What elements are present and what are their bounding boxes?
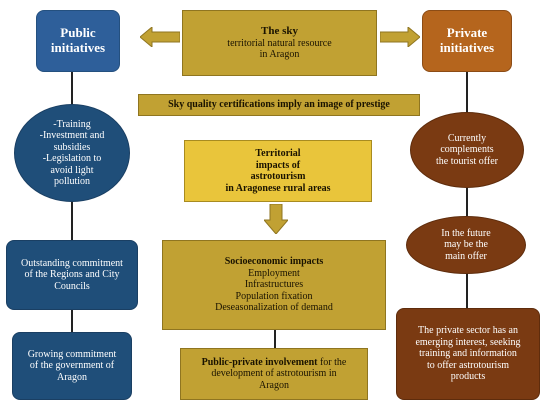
public-measure-line: -Training <box>53 118 91 130</box>
connector-public-box1-box2 <box>71 308 73 332</box>
territorial-impacts-box: Territorial impacts of astrotourism in A… <box>184 140 372 202</box>
sky-line: territorial natural resource <box>227 37 332 49</box>
involvement-bold: Public-private involvement <box>201 356 318 368</box>
connector-public-ellipse-box1 <box>71 200 73 240</box>
public-initiatives-title: Public initiatives <box>36 10 120 72</box>
territorial-line: impacts of <box>255 159 301 171</box>
involvement-line3: Aragon <box>259 379 289 391</box>
private-title-line2: initiatives <box>439 40 495 55</box>
involvement-line2: development of astrotourism in <box>211 368 337 380</box>
public-measure-line: pollution <box>53 176 91 187</box>
private-title-line1: Private <box>446 25 488 41</box>
connector-private-ellipse1-ellipse2 <box>466 188 468 216</box>
private-current-line: complements <box>440 144 494 156</box>
sky-line: in Aragon <box>259 49 300 61</box>
socioeconomic-impacts-box: Socioeconomic impacts Employment Infrast… <box>162 240 386 330</box>
public-government-line: of the government of <box>29 360 115 372</box>
public-measure-line: avoid light <box>50 164 94 176</box>
private-future-ellipse: In the future may be the main offer <box>406 216 526 274</box>
private-future-line: In the future <box>441 227 491 239</box>
connector-socio-involvement <box>274 330 276 348</box>
private-initiatives-title: Private initiatives <box>422 10 512 72</box>
public-regions-line: of the Regions and City <box>24 269 120 281</box>
public-government-box: Growing commitment of the government of … <box>12 332 132 400</box>
private-sector-line: training and information <box>419 348 517 360</box>
public-government-line: Growing commitment <box>27 348 117 360</box>
certification-banner: Sky quality certifications imply an imag… <box>138 94 420 116</box>
private-sector-line: The private sector has an <box>418 325 518 337</box>
connector-public-title-ellipse <box>71 72 73 112</box>
arrow-right-icon <box>380 27 420 47</box>
involvement-rest: for the <box>317 356 347 368</box>
connector-private-ellipse2-box <box>466 272 468 308</box>
public-title-line1: Public <box>60 25 96 41</box>
arrow-down-icon <box>264 204 288 234</box>
public-government-line: Aragon <box>57 371 87 383</box>
connector-private-title-ellipse1 <box>466 72 468 112</box>
private-current-ellipse: Currently complements the tourist offer <box>410 112 524 188</box>
public-regions-line: Councils <box>54 280 90 292</box>
territorial-line: astrotourism <box>250 171 306 182</box>
private-sector-line: to offer astrotourism <box>426 359 510 371</box>
public-measure-line: -Investment and <box>39 130 105 141</box>
public-private-involvement-box: Public-private involvement for the devel… <box>180 348 368 400</box>
arrow-left-icon <box>140 27 180 47</box>
socio-item: Infrastructures <box>244 279 304 291</box>
public-regions-box: Outstanding commitment of the Regions an… <box>6 240 138 310</box>
public-measure-line: subsidies <box>53 141 91 153</box>
sky-title: The sky <box>261 25 298 38</box>
territorial-line: Territorial <box>255 148 301 159</box>
private-sector-line: products <box>450 371 486 383</box>
socio-item: Population fixation <box>235 290 313 302</box>
private-sector-box: The private sector has an emerging inter… <box>396 308 540 400</box>
public-title-line2: initiatives <box>50 40 106 55</box>
private-sector-line: emerging interest, seeking <box>415 336 521 348</box>
territorial-line: in Aragonese rural areas <box>225 182 331 194</box>
private-future-line: main offer <box>445 250 487 262</box>
socio-item: Deseasonalization of demand <box>215 302 333 314</box>
socio-title: Socioeconomic impacts <box>224 256 324 268</box>
certification-text: Sky quality certifications imply an imag… <box>168 99 390 111</box>
public-regions-line: Outstanding commitment <box>21 257 123 269</box>
public-measure-line: -Legislation to <box>42 153 102 164</box>
private-current-line: the tourist offer <box>435 155 499 167</box>
private-current-line: Currently <box>447 132 487 144</box>
sky-resource-box: The sky territorial natural resource in … <box>182 10 377 76</box>
involvement-line1: Public-private involvement for the <box>202 357 347 369</box>
socio-item: Employment <box>248 267 300 279</box>
private-future-line: may be the <box>444 239 488 251</box>
public-measures-ellipse: -Training -Investment and subsidies -Leg… <box>14 104 130 202</box>
